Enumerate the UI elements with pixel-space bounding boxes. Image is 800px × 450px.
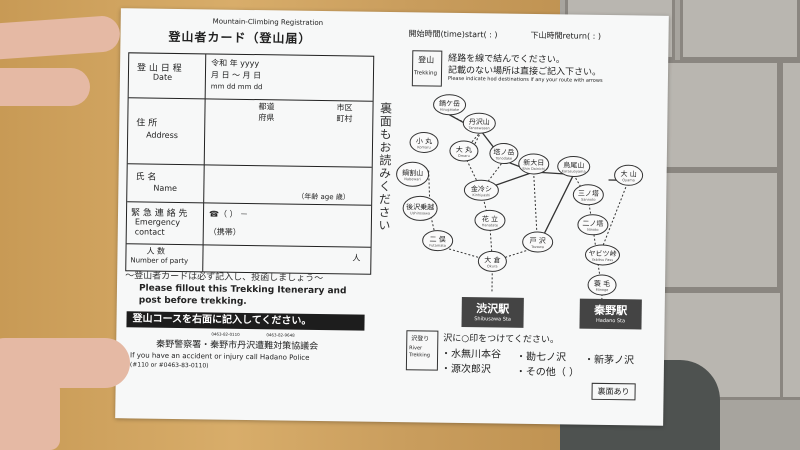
map-node-7[interactable]: 大 山 <box>620 169 636 178</box>
map-node-en-7: Oyama <box>622 178 635 182</box>
palm <box>0 380 60 450</box>
station1-en: Shibusawa Sta <box>474 316 511 323</box>
back-side-note: 裏面あり <box>591 382 636 401</box>
map-node-en-11: Ushirosawa <box>410 211 430 215</box>
map-node-en-2: Komaru <box>417 145 431 149</box>
station1-jp: 渋沢駅 <box>476 302 510 316</box>
map-node-en-17: Okura <box>487 264 498 268</box>
map-node-15[interactable]: 戸 沢 <box>530 236 546 245</box>
map-node-en-9: Kinhiyashi <box>472 193 490 197</box>
map-node-en-15: Tozawa <box>530 245 544 249</box>
finger <box>0 68 90 106</box>
map-node-13[interactable]: 二ノ塔 <box>582 219 603 228</box>
river-instruction: 沢に○印をつけてください。 <box>443 333 559 346</box>
map-node-11[interactable]: 後沢乗越 <box>406 202 434 211</box>
map-node-en-3: Omaru <box>458 154 470 158</box>
map-node-6[interactable]: 烏尾山 <box>563 160 584 169</box>
lower-thumb <box>0 338 130 388</box>
river-label-jp: 沢登り <box>411 335 430 343</box>
map-node-16[interactable]: ヤビツ峠 <box>588 249 616 258</box>
map-node-9[interactable]: 金冷シ <box>471 184 492 193</box>
station2-jp: 秦野駅 <box>594 303 628 318</box>
map-node-17[interactable]: 大 倉 <box>484 255 500 264</box>
map-node-4[interactable]: 塔ノ岳 <box>493 147 514 156</box>
map-node-en-5: Shin Dainichi <box>522 167 545 171</box>
map-node-10[interactable]: 三ノ塔 <box>578 189 599 198</box>
river-option-3[interactable]: ・新茅ノ沢 <box>583 354 635 367</box>
map-node-en-12: Hanatate <box>482 223 498 227</box>
map-node-0[interactable]: 鍋ケ岳 <box>439 99 460 108</box>
map-node-en-14: Futamata <box>429 244 446 248</box>
map-node-en-8: Nabewari <box>404 177 421 181</box>
map-node-1[interactable]: 丹沢山 <box>469 117 490 126</box>
climbing-registration-card: Mountain-Climbing Registration 登山者カード（登山… <box>115 8 669 426</box>
river-trekking-box: 沢登り River Trekking <box>405 330 439 371</box>
map-node-en-18: Minoge <box>596 288 609 292</box>
map-node-2[interactable]: 小 丸 <box>416 136 432 145</box>
river-label-en: River Trekking <box>409 345 430 359</box>
map-node-en-1: Tanzawasan <box>468 126 490 130</box>
river-option-4[interactable]: ・源次郎沢 <box>440 363 491 376</box>
map-node-en-16: Yabitsu Pass <box>592 258 613 262</box>
map-node-en-6: Karasuoyama <box>562 169 586 173</box>
map-node-5[interactable]: 新大日 <box>523 158 544 167</box>
river-option-2[interactable]: ・勘七ノ沢 <box>515 351 567 364</box>
map-node-en-4: Tonodake <box>495 156 513 160</box>
map-node-18[interactable]: 蓑 毛 <box>594 279 610 288</box>
map-node-en-13: Ninoto <box>587 228 599 232</box>
map-node-3[interactable]: 大 丸 <box>456 145 472 154</box>
river-option-1[interactable]: ・水無川本谷 <box>441 348 502 361</box>
river-option-5[interactable]: ・その他（ ） <box>515 366 580 379</box>
node-shapes <box>396 94 644 296</box>
map-node-en-10: Sannoto <box>581 198 596 202</box>
shibusawa-station: 渋沢駅 Shibusawa Sta <box>461 296 524 328</box>
map-node-en-0: Hirugatake <box>440 108 459 112</box>
map-node-14[interactable]: 二 俣 <box>430 235 446 244</box>
map-node-8[interactable]: 鍋割山 <box>402 168 423 177</box>
map-node-12[interactable]: 花 立 <box>482 214 498 223</box>
hadano-station: 秦野駅 Hadano Sta <box>579 298 642 330</box>
station2-en: Hadano Sta <box>595 317 626 325</box>
